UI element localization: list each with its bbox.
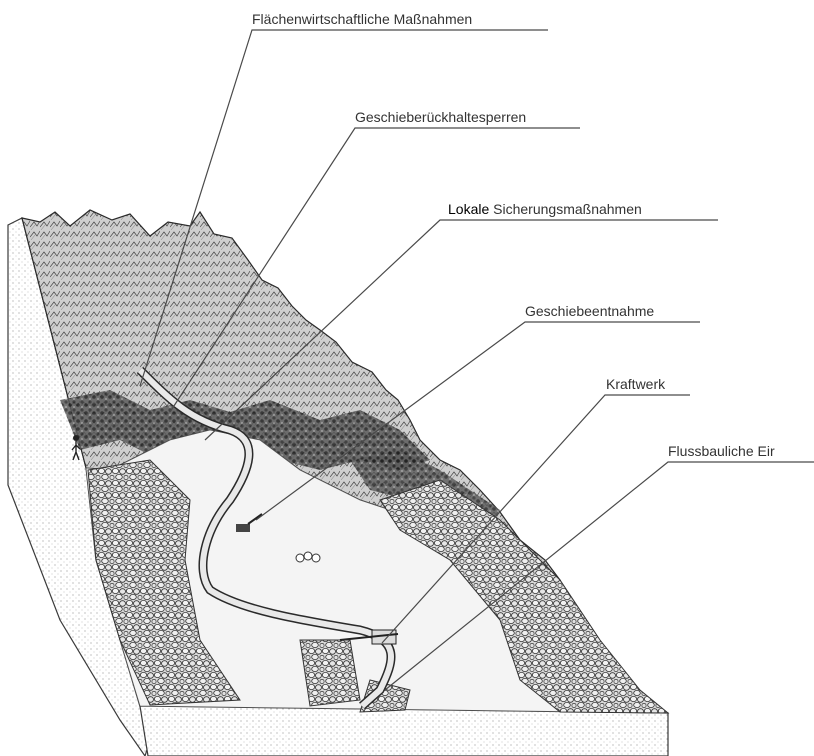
label-flussbau: Flussbauliche Eir bbox=[668, 443, 775, 459]
label-lokale-sicherung: Lokale Sicherungsmaßnahmen bbox=[448, 201, 642, 217]
label-rueckhaltesperren: Geschieberückhaltesperren bbox=[355, 109, 526, 125]
label-kraftwerk: Kraftwerk bbox=[606, 376, 665, 392]
front-cut-face bbox=[140, 706, 668, 756]
gravel-mid bbox=[300, 640, 360, 706]
label-lokale-rest: Sicherungsmaßnahmen bbox=[489, 201, 642, 217]
label-flaechen: Flächenwirtschaftliche Maßnahmen bbox=[252, 11, 472, 27]
label-lokale-prefix: Lokale bbox=[448, 201, 489, 217]
label-entnahme: Geschiebeentnahme bbox=[525, 303, 654, 319]
